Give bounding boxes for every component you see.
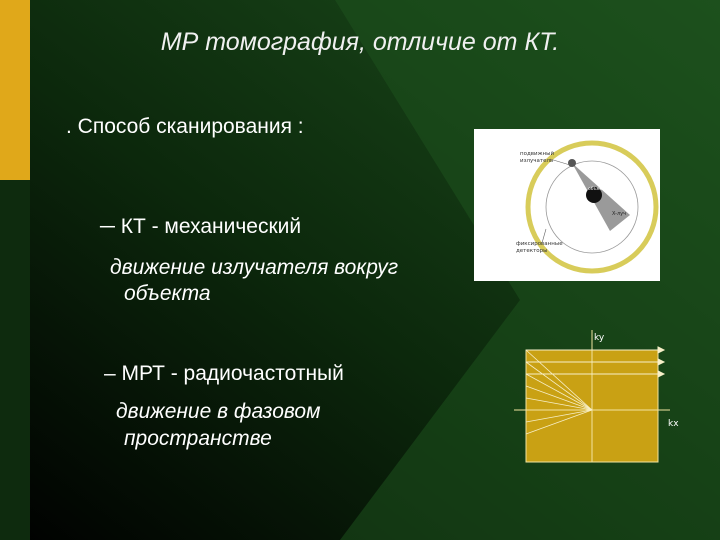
kx-label: kx [668, 419, 679, 429]
source-orbit [545, 160, 639, 254]
bullet-ct: ─ КТ - механический [100, 215, 302, 238]
label-detectors-1: фиксированные [516, 241, 563, 247]
ct-description-line1: движение излучателя вокруг [110, 256, 399, 279]
source-icon [568, 159, 576, 167]
left-stripe-lower [0, 160, 30, 540]
left-stripe-upper [0, 0, 30, 180]
object-icon [586, 187, 602, 203]
label-source-2: излучатель [520, 158, 553, 164]
lead-text: . Способ сканирования : [66, 115, 304, 138]
ky-label: ky [594, 333, 605, 343]
mri-description-line2: пространстве [124, 427, 272, 450]
phase-trajectories [525, 349, 593, 435]
slide-title: МР томография, отличие от КТ. [160, 28, 560, 56]
label-object: объект [588, 186, 605, 192]
k-space-diagram: ky kx [508, 326, 683, 466]
label-source-1: подвижный [520, 150, 554, 157]
detector-ring [525, 140, 659, 274]
label-detectors-2: детекторы [516, 248, 548, 254]
label-xray: X-луч [612, 211, 626, 217]
bullet-mri: – МРТ - радиочастотный [104, 362, 344, 385]
mri-description-line1: движение в фазовом [116, 400, 321, 423]
readout-lines [526, 346, 666, 378]
ct-description-line2: объекта [124, 282, 211, 305]
ct-scanner-diagram: подвижный излучатель объект X-луч фиксир… [474, 129, 660, 281]
